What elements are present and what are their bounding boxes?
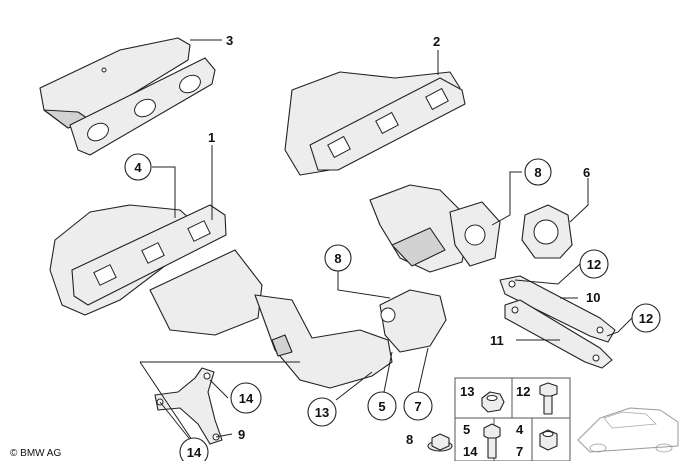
svg-text:14: 14 <box>187 445 202 460</box>
callout-13: 13 <box>307 397 337 427</box>
callout-3: 3 <box>226 33 233 48</box>
callout-14-right: 14 <box>230 382 262 414</box>
stud-bolt-icon <box>483 423 501 459</box>
svg-text:5: 5 <box>463 422 470 437</box>
callout-7: 7 <box>403 391 433 421</box>
callout-6: 6 <box>583 165 590 180</box>
svg-text:7: 7 <box>414 399 421 414</box>
callout-11: 11 <box>490 333 504 348</box>
svg-text:2: 2 <box>433 34 440 49</box>
gasket-part-6[interactable] <box>521 204 573 259</box>
svg-text:12: 12 <box>587 257 601 272</box>
svg-text:1: 1 <box>208 130 215 145</box>
exhaust-manifold-part-2[interactable] <box>284 71 501 273</box>
svg-text:3: 3 <box>226 33 233 48</box>
callout-10: 10 <box>586 290 600 305</box>
svg-text:14: 14 <box>239 391 254 406</box>
svg-text:9: 9 <box>238 427 245 442</box>
callout-2: 2 <box>433 34 440 49</box>
svg-text:7: 7 <box>516 444 523 459</box>
bracket-part-11[interactable] <box>504 299 613 369</box>
exhaust-manifold-part-1[interactable] <box>49 204 447 389</box>
callout-8-lower: 8 <box>324 244 352 272</box>
bolt-icon <box>539 382 558 415</box>
svg-text:10: 10 <box>586 290 600 305</box>
svg-text:8: 8 <box>406 432 413 447</box>
nut-icon <box>481 391 505 413</box>
car-location-icon <box>577 407 679 453</box>
svg-text:5: 5 <box>378 399 385 414</box>
copyright-text: © BMW AG <box>10 448 61 459</box>
callout-12-lower: 12 <box>631 303 661 333</box>
callout-4: 4 <box>124 153 152 181</box>
svg-text:12: 12 <box>639 311 653 326</box>
callout-9: 9 <box>238 427 245 442</box>
callout-8-upper: 8 <box>524 158 552 186</box>
svg-text:11: 11 <box>490 333 504 348</box>
svg-text:13: 13 <box>315 405 329 420</box>
svg-text:4: 4 <box>134 160 142 175</box>
hex-nut-icon <box>539 429 558 451</box>
svg-text:8: 8 <box>534 165 541 180</box>
svg-text:14: 14 <box>463 444 478 459</box>
flange-nut-icon <box>427 433 453 452</box>
callout-1: 1 <box>208 130 215 145</box>
svg-text:12: 12 <box>516 384 530 399</box>
svg-text:8: 8 <box>334 251 341 266</box>
callout-5: 5 <box>367 391 397 421</box>
small-parts-grid: 13 12 8 5 14 4 7 <box>406 377 571 461</box>
heat-shield-part-3[interactable] <box>39 37 216 156</box>
leader-lines <box>139 39 633 453</box>
bracket-part-9[interactable] <box>154 367 223 445</box>
callout-14-bottom: 14 <box>179 437 209 461</box>
callout-12-upper: 12 <box>579 249 609 279</box>
svg-text:13: 13 <box>460 384 474 399</box>
svg-text:6: 6 <box>583 165 590 180</box>
svg-text:4: 4 <box>516 422 524 437</box>
